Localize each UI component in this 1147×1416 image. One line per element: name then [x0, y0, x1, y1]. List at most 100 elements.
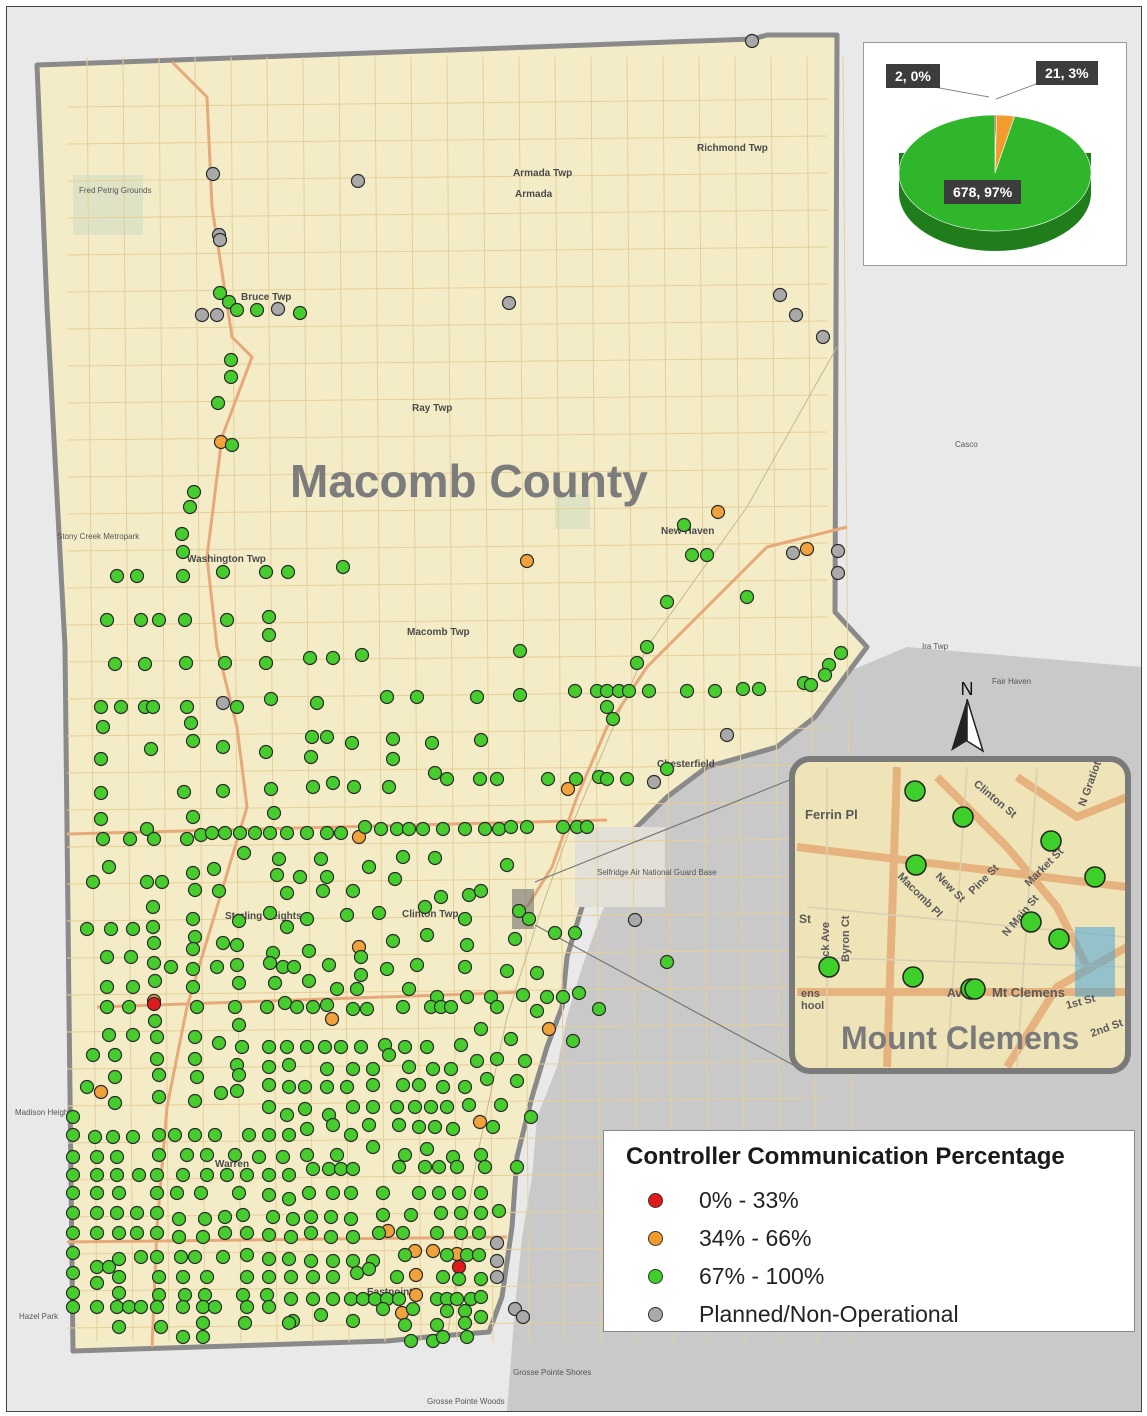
signal-point [489, 1253, 505, 1269]
signal-point [111, 1319, 127, 1335]
place-label: Warren [215, 1159, 249, 1170]
signal-point [830, 565, 846, 581]
inset-signal-point [1040, 830, 1062, 852]
place-label: Selfridge Air National Guard Base [597, 868, 717, 877]
signal-point [489, 1269, 505, 1285]
signal-point [149, 1185, 165, 1201]
signal-point [210, 395, 226, 411]
place-label: Fair Haven [992, 677, 1031, 686]
signal-point [151, 1089, 167, 1105]
signal-point [443, 999, 459, 1015]
signal-point [109, 1205, 125, 1221]
north-arrow: N [945, 679, 989, 759]
signal-point [299, 1039, 315, 1055]
place-label: Eastpointe [367, 1287, 419, 1298]
legend-label: 34% - 66% [699, 1224, 812, 1251]
signal-point [279, 1107, 295, 1123]
signal-point [147, 1013, 163, 1029]
signal-point [229, 957, 245, 973]
signal-point [107, 1069, 123, 1085]
signal-point [329, 981, 345, 997]
signal-point [251, 1149, 267, 1165]
place-label: Chesterfield [657, 759, 715, 770]
signal-point [324, 1011, 340, 1027]
place-label: Clinton Twp [402, 909, 458, 920]
place-label: Stony Creek Metropark [57, 532, 140, 541]
signal-point [239, 1167, 255, 1183]
signal-point [333, 1161, 349, 1177]
north-label: N [960, 679, 974, 699]
signal-point [235, 1287, 251, 1303]
signal-point [431, 1159, 447, 1175]
signal-point [379, 689, 395, 705]
signal-point [305, 779, 321, 795]
signal-point [343, 1291, 359, 1307]
signal-point [321, 1161, 337, 1177]
signal-point [177, 1287, 193, 1303]
signal-point [429, 1317, 445, 1333]
signal-point [457, 911, 473, 927]
signal-point [101, 1027, 117, 1043]
signal-point [215, 564, 231, 580]
signal-point [235, 1207, 251, 1223]
signal-point [185, 961, 201, 977]
signal-point [111, 1269, 127, 1285]
signal-point [397, 1247, 413, 1263]
signal-point [373, 821, 389, 837]
signal-point [261, 1127, 277, 1143]
signal-point [315, 883, 331, 899]
signal-point [833, 645, 849, 661]
signal-point [261, 1299, 277, 1315]
signal-point [599, 699, 615, 715]
signal-point [547, 925, 563, 941]
signal-point [453, 1225, 469, 1241]
railroad [446, 346, 838, 1338]
legend-label: Planned/Non-Operational [699, 1300, 959, 1327]
signal-point [175, 1299, 191, 1315]
signal-point [359, 1001, 375, 1017]
signal-point [365, 1061, 381, 1077]
base-area [575, 827, 665, 907]
signal-point [493, 1097, 509, 1113]
inset-street: Byron Ct [840, 915, 852, 962]
signal-point [473, 732, 489, 748]
signal-point [236, 845, 252, 861]
signal-point [461, 887, 477, 903]
signal-point [109, 1299, 125, 1315]
signal-point [123, 949, 139, 965]
signal-point [439, 1303, 455, 1319]
signal-point [345, 1313, 361, 1329]
pie-slice-67-100- [898, 114, 1092, 232]
signal-point [297, 1101, 313, 1117]
signal-point [125, 1027, 141, 1043]
signal-point [179, 699, 195, 715]
signal-point [325, 1269, 341, 1285]
signal-point [147, 973, 163, 989]
signal-point [751, 681, 767, 697]
inset-signal-point [1084, 866, 1106, 888]
signal-point [224, 437, 240, 453]
signal-point [499, 963, 515, 979]
signal-point [176, 784, 192, 800]
signal-point [65, 1225, 81, 1241]
signal-point [186, 484, 202, 500]
signal-point [325, 650, 341, 666]
signal-point [261, 609, 277, 625]
signal-point [641, 683, 657, 699]
signal-point [744, 33, 760, 49]
place-label: Macomb Twp [407, 627, 470, 638]
signal-point [89, 1225, 105, 1241]
signal-point [659, 761, 675, 777]
signal-point [263, 691, 279, 707]
legend-item: 0% - 33% [648, 1183, 799, 1217]
signal-point [619, 771, 635, 787]
signal-point [239, 1269, 255, 1285]
signal-point [227, 1147, 243, 1163]
signal-point [239, 1247, 255, 1263]
signal-point [419, 927, 435, 943]
signal-point [113, 699, 129, 715]
signal-point [350, 173, 366, 189]
signal-point [299, 825, 315, 841]
signal-point [511, 903, 527, 919]
signal-point [389, 1099, 405, 1115]
